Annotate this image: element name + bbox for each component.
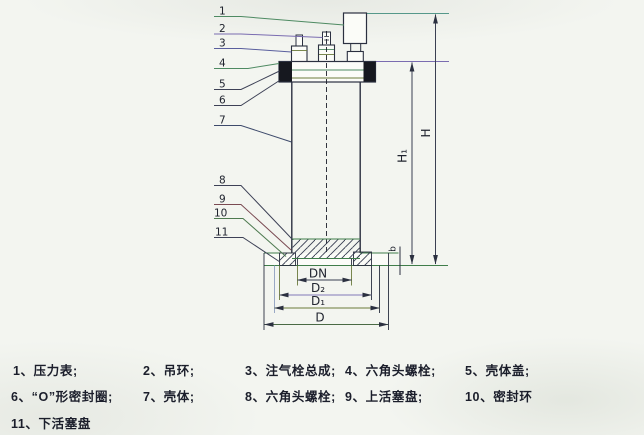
legend-item-4: 4、六角头螺栓; xyxy=(345,364,436,378)
dimension-dn: DN xyxy=(297,267,352,283)
leader-5 xyxy=(214,70,280,90)
dimension-b: b xyxy=(389,246,401,275)
legend-item-8: 8、六角头螺栓; xyxy=(245,390,336,404)
part-number-11: 11 xyxy=(215,227,228,239)
leader-9 xyxy=(214,204,292,251)
dimension-d1: D₁ xyxy=(274,294,380,311)
legend-item-10: 10、密封环 xyxy=(465,390,533,404)
part-number-2: 2 xyxy=(219,23,226,35)
legend-item-5: 5、壳体盖; xyxy=(465,364,530,378)
d2-label: D₂ xyxy=(311,281,325,295)
leader-6 xyxy=(214,80,280,106)
leader-7 xyxy=(214,125,292,143)
part-number-9: 9 xyxy=(219,194,226,206)
b-label: b xyxy=(389,246,399,252)
leader-1 xyxy=(214,16,345,26)
h1-label: H₁ xyxy=(396,149,410,163)
hex-bolt-right xyxy=(363,62,376,82)
leader-2 xyxy=(214,33,323,38)
legend-item-7: 7、壳体; xyxy=(143,390,195,404)
part-number-10: 10 xyxy=(214,208,227,220)
part-numbers: 1 2 3 4 5 6 7 8 9 10 11 xyxy=(214,6,228,239)
shell-body xyxy=(291,82,361,253)
legend-item-11: 11、下活塞盘 xyxy=(11,417,91,431)
legend-item-9: 9、上活塞盘; xyxy=(345,390,423,404)
part-number-7: 7 xyxy=(219,115,226,127)
piston-assembly xyxy=(292,238,360,266)
leader-10 xyxy=(214,218,287,257)
leader-8 xyxy=(214,185,293,240)
legend-item-6: 6、“O”形密封圈; xyxy=(11,390,113,404)
legend-item-2: 2、吊环; xyxy=(143,364,195,378)
part-number-4: 4 xyxy=(219,58,226,70)
part-number-5: 5 xyxy=(219,79,226,91)
pressure-gauge xyxy=(342,12,368,64)
dn-label: DN xyxy=(309,267,327,281)
legend-item-3: 3、注气栓总成; xyxy=(245,364,336,378)
part-number-3: 3 xyxy=(219,38,226,50)
h-label: H xyxy=(419,128,433,137)
part-number-8: 8 xyxy=(219,175,226,187)
lifting-ring-fitting xyxy=(317,31,336,63)
d-label: D xyxy=(315,311,324,325)
leader-4 xyxy=(214,63,280,69)
dimension-h: H xyxy=(419,14,438,265)
leader-11 xyxy=(214,237,281,263)
part-number-1: 1 xyxy=(219,6,226,18)
hex-bolt-left xyxy=(279,62,292,82)
d1-label: D₁ xyxy=(311,294,325,308)
leader-3 xyxy=(214,48,292,53)
accumulator-section-diagram: DN D₂ D₁ D H H₁ b xyxy=(214,6,449,330)
part-number-6: 6 xyxy=(219,95,226,107)
dimension-d: D xyxy=(264,311,389,327)
dimension-h1: H₁ xyxy=(396,62,415,265)
legend-item-1: 1、压力表; xyxy=(13,364,78,378)
dimension-d2: D₂ xyxy=(279,281,372,298)
leader-lines xyxy=(214,16,345,263)
